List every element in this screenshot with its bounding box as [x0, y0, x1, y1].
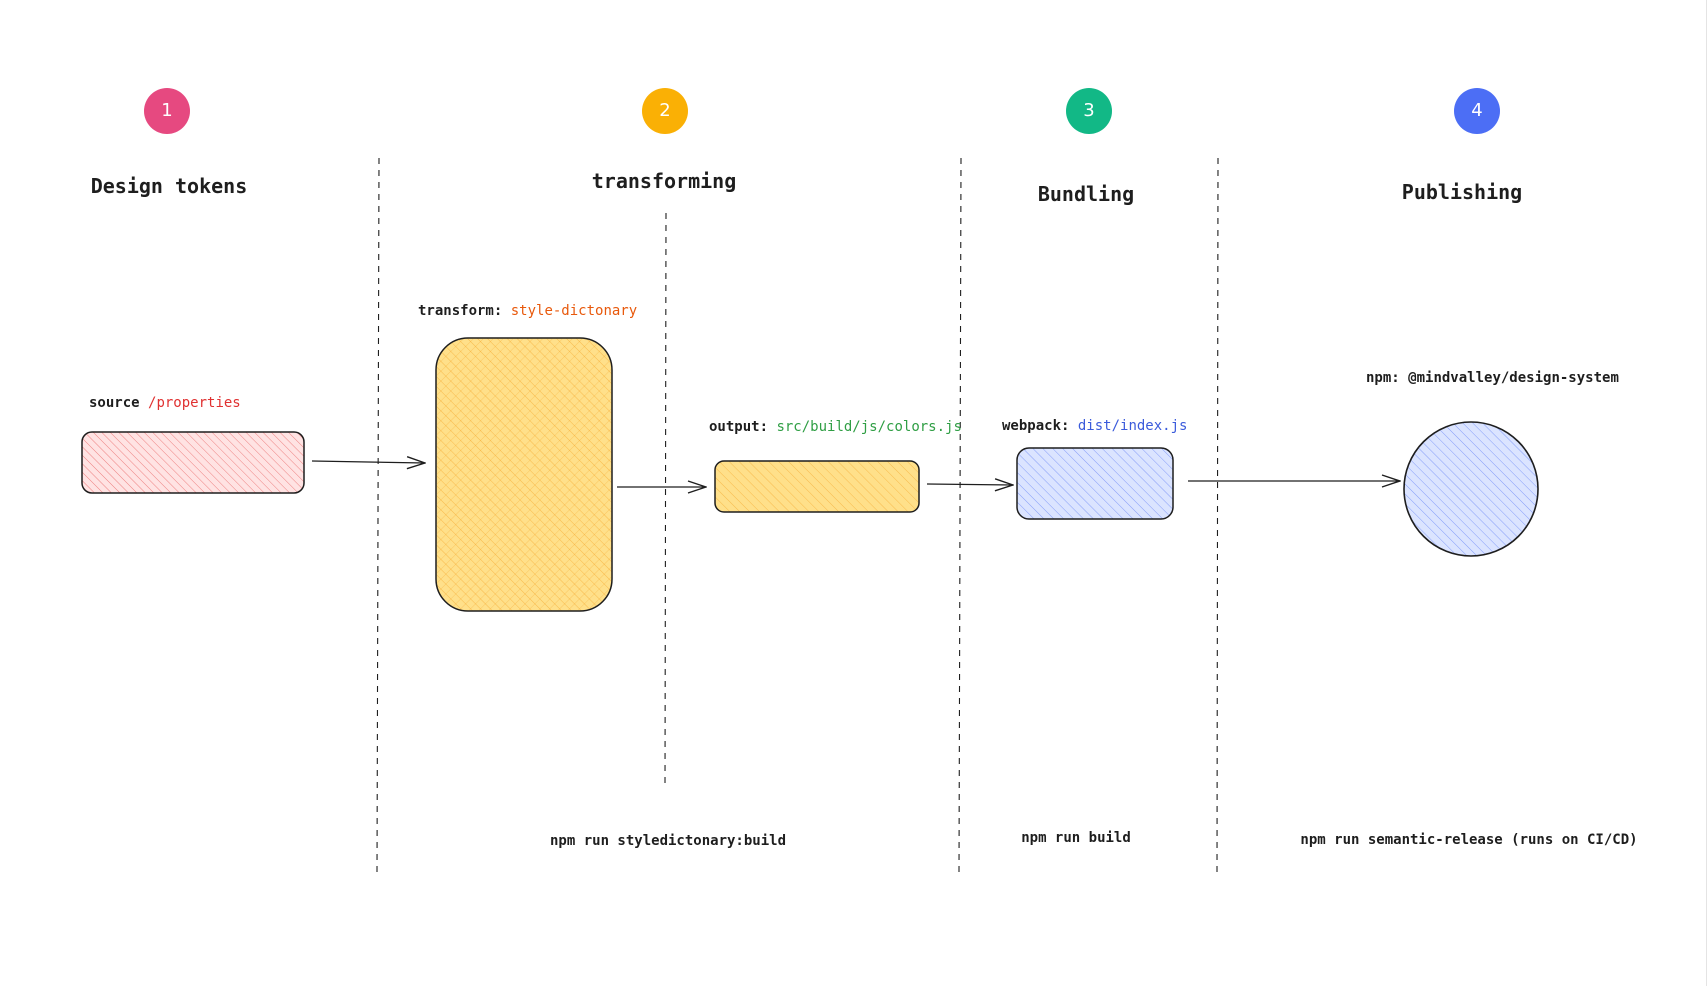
stage-1-title: Design tokens — [90, 174, 248, 198]
output-label: output: src/build/js/colors.js — [709, 419, 962, 435]
step-3-badge: 3 — [1066, 88, 1112, 134]
transform-label-value: style-dictonary — [510, 303, 638, 319]
divider-2 — [958, 157, 962, 873]
package-circle — [1403, 421, 1539, 557]
stage-2-title: transforming — [591, 169, 737, 193]
stage-3-title: Bundling — [1037, 182, 1135, 206]
output-label-key: output: — [709, 419, 769, 435]
bundle-box — [1016, 447, 1174, 520]
divider-3 — [1216, 157, 1219, 873]
source-label-value: /properties — [148, 395, 241, 411]
arrow-source-to-transform — [311, 461, 425, 463]
npm-package-label: npm: @mindvalley/design-system — [1366, 370, 1619, 386]
webpack-label-key: webpack: — [1002, 418, 1070, 434]
divider-inner — [664, 212, 667, 788]
stage-4-title: Publishing — [1401, 180, 1523, 204]
divider-1 — [376, 157, 380, 873]
npm-label-value: @mindvalley/design-system — [1408, 370, 1619, 386]
transform-label-key: transform: — [418, 303, 503, 319]
source-box — [81, 431, 305, 494]
step-4-badge: 4 — [1454, 88, 1500, 134]
publish-command: npm run semantic-release (runs on CI/CD) — [1300, 832, 1638, 848]
transform-command: npm run styledictonary:build — [549, 833, 787, 849]
output-box — [714, 460, 920, 513]
transform-label: transform: style-dictonary — [418, 303, 637, 319]
webpack-label: webpack: dist/index.js — [1002, 418, 1187, 434]
output-label-value: src/build/js/colors.js — [776, 419, 962, 435]
npm-label-key: npm: — [1366, 370, 1400, 386]
arrow-output-to-bundle — [926, 484, 1013, 485]
step-2-badge: 2 — [642, 88, 688, 134]
source-label: source /properties — [89, 395, 241, 411]
step-1-badge: 1 — [144, 88, 190, 134]
source-label-key: source — [89, 395, 140, 411]
bundle-command: npm run build — [1021, 830, 1131, 846]
webpack-label-value: dist/index.js — [1077, 418, 1188, 434]
